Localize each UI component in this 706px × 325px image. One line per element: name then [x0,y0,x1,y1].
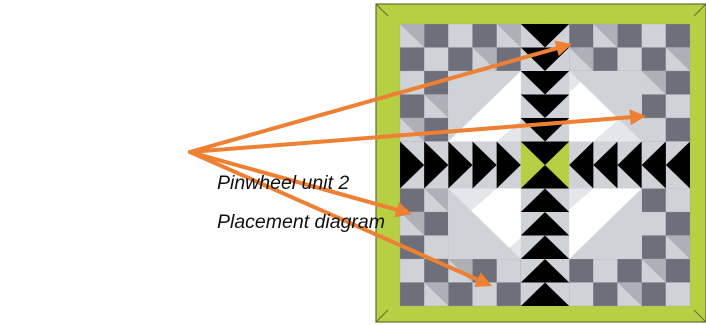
flying-goose-bottom [520,212,570,236]
quilt-square [641,282,666,307]
quilt-square [641,188,666,213]
flying-goose-left [496,141,521,189]
quilt-square [496,282,521,307]
pinwheel-triangle [665,47,690,71]
quilt-square [593,282,618,307]
quilt-square [665,188,691,213]
quilt-square [448,23,473,48]
quilt-square [496,258,521,283]
quilt-square [641,94,666,119]
pinwheel-triangle [641,259,666,283]
callout-arrow-head [394,201,412,218]
pinwheel-triangle [400,212,425,236]
pinwheel-triangle [424,94,449,118]
callout-arrows [188,40,646,287]
caption: Pinwheel unit 2 Placement diagram [217,172,385,233]
flying-goose-left [400,141,425,189]
quilt-square [399,47,425,72]
pinwheel-triangle [665,235,690,259]
quilt-square [424,211,449,236]
quilt-square [665,117,691,142]
quilt-square [617,258,642,283]
flying-goose-left [472,141,497,189]
pinwheel-triangle [400,118,425,142]
quilt-square [399,282,425,307]
flying-goose-top [520,24,570,48]
flying-goose-right [569,141,594,189]
flying-goose-bottom [520,235,570,259]
quilt-square [665,70,691,95]
quilt-square [424,47,449,72]
frame-triangle [448,71,521,142]
pinwheel-triangle [424,282,449,306]
frame-triangle [569,71,642,142]
flying-goose-right [617,141,642,189]
quilt-square [448,47,473,72]
quilt-block-grid [399,23,691,307]
flying-goose-right [665,141,690,189]
callout-arrow-head [474,272,492,287]
flying-goose-right [641,141,666,189]
callout-arrow-shaft [188,150,399,212]
pinwheel-triangle [641,71,666,95]
flying-goose-bottom [520,188,570,212]
pinwheel-triangle [569,47,594,71]
quilt-square [472,23,497,48]
quilt-square [593,47,618,72]
flying-goose-top [520,94,570,118]
flying-goose-bottom [520,259,570,283]
pinwheel-triangle [617,282,642,306]
frame-triangle [569,188,642,259]
flying-goose-left [424,141,449,189]
callout-arrow-head [554,40,572,57]
quilt-square [665,94,691,119]
pinwheel-triangle [424,188,449,212]
quilt-square [665,282,691,307]
pinwheel-triangle [496,24,521,48]
quilt-square [424,117,449,142]
quilt-square [641,47,666,72]
quilt-square [641,117,666,142]
frame-triangle [448,188,521,259]
callout-arrow-shaft [188,46,559,154]
quilt-square [569,23,594,48]
quilt-square [448,282,473,307]
callout-arrow-shaft [188,150,480,282]
quilt-square [569,282,594,307]
pinwheel-triangle [448,259,473,283]
quilt-square [665,258,691,283]
pinwheel-triangle [400,24,425,48]
quilt-square [617,23,642,48]
quilt-square [641,211,666,236]
center-hourglass-top [520,141,570,165]
quilt-square [424,23,449,48]
flying-goose-bottom [520,282,570,306]
quilt-square [641,23,666,48]
panel-triangle [593,99,642,142]
quilt-square [399,258,425,283]
pinwheel-triangle [593,24,618,48]
center-hourglass-bottom [520,165,570,189]
flying-goose-right [593,141,618,189]
quilt-square [665,211,691,236]
flying-goose-top [520,71,570,95]
callout-arrow-shaft [188,115,633,154]
quilt-square [665,23,691,48]
caption-title: Pinwheel unit 2 [217,172,350,194]
quilt-square [617,47,642,72]
flying-goose-left [448,141,473,189]
quilt-square [593,258,618,283]
caption-subtitle: Placement diagram [217,210,385,233]
pinwheel-triangle [472,47,497,71]
callout-arrow-head [629,109,646,126]
quilt-square [641,235,666,260]
quilt-square [569,258,594,283]
quilt-square [399,94,425,119]
